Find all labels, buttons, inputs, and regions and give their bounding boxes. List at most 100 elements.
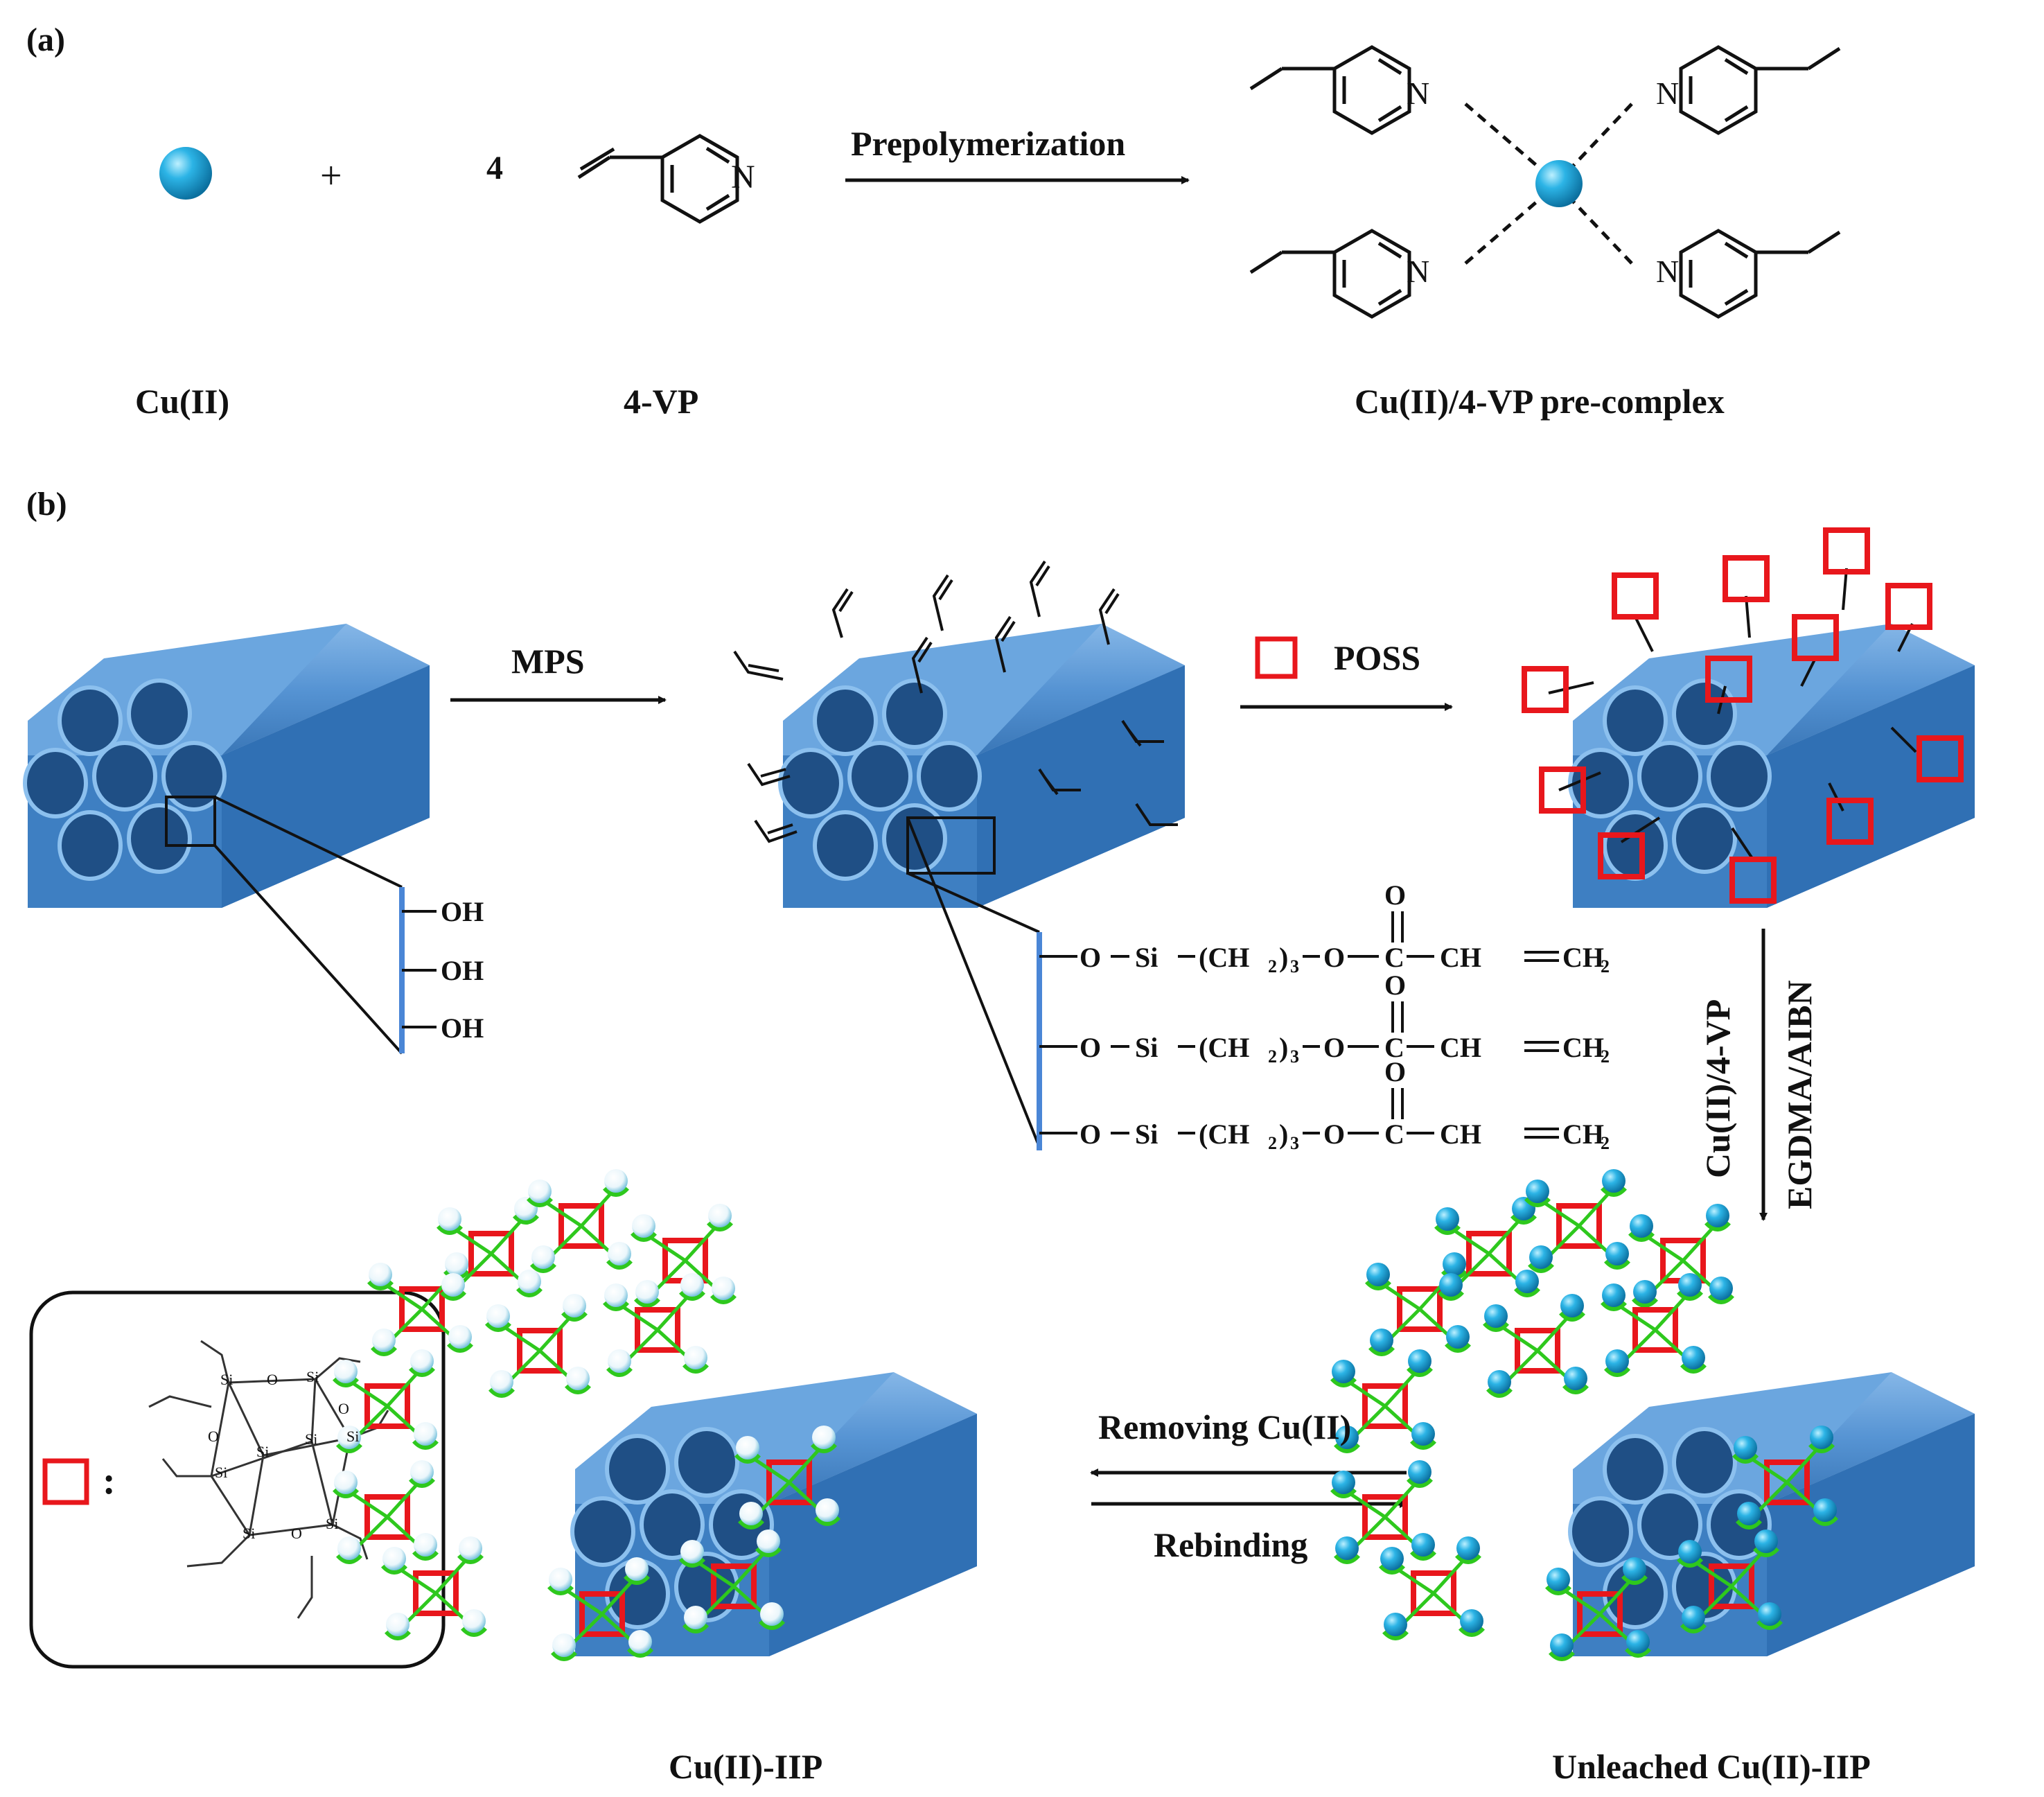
ion-ball bbox=[1411, 1533, 1435, 1557]
ion-ball bbox=[1484, 1304, 1508, 1328]
binding-site bbox=[710, 1293, 737, 1304]
binding-site bbox=[1632, 1297, 1658, 1308]
ion-ball bbox=[1564, 1367, 1587, 1390]
poss-si-5: Si bbox=[256, 1443, 270, 1460]
binding-site bbox=[1434, 1224, 1461, 1235]
ion-ball bbox=[684, 1606, 707, 1629]
formula-c: C bbox=[1384, 942, 1404, 973]
binding-site bbox=[1382, 1629, 1409, 1640]
binding-site bbox=[1621, 1574, 1648, 1585]
binding-site bbox=[1562, 1383, 1589, 1394]
binding-site bbox=[367, 1279, 394, 1290]
ion-ball bbox=[1550, 1633, 1574, 1657]
formula-si: Si bbox=[1135, 1119, 1158, 1150]
formula-ch: CH bbox=[1440, 942, 1481, 973]
ion-ball bbox=[1370, 1329, 1393, 1352]
ion-ball bbox=[757, 1529, 780, 1553]
mps-modified-particle bbox=[780, 624, 1185, 908]
binding-site bbox=[1604, 1259, 1630, 1270]
ion-ball bbox=[1380, 1547, 1404, 1570]
ion-ball bbox=[1488, 1370, 1511, 1394]
ion-ball bbox=[1754, 1529, 1778, 1553]
unleached-caption: Unleached Cu(II)-IIP bbox=[1552, 1747, 1871, 1786]
ion-ball bbox=[1456, 1536, 1480, 1560]
panel-b-label: (b) bbox=[26, 486, 67, 523]
ion-ball bbox=[680, 1540, 704, 1563]
poss-cage bbox=[1709, 1563, 1754, 1609]
binding-site bbox=[1330, 1376, 1357, 1387]
binding-site bbox=[547, 1584, 574, 1595]
poss-si-1: Si bbox=[220, 1371, 234, 1388]
ion-ball bbox=[410, 1460, 434, 1484]
ion-ball bbox=[518, 1270, 541, 1293]
formula-carbonyl-o: O bbox=[1384, 879, 1407, 911]
formula-si: Si bbox=[1135, 1032, 1158, 1063]
ion-ball bbox=[608, 1242, 631, 1265]
ion-ball bbox=[414, 1422, 437, 1446]
rebinding-label: Rebinding bbox=[1154, 1525, 1308, 1564]
poss-cage bbox=[364, 1494, 410, 1540]
ion-ball bbox=[386, 1613, 409, 1636]
ion-ball bbox=[635, 1280, 659, 1304]
binding-site bbox=[682, 1362, 709, 1374]
ion-ball bbox=[1335, 1536, 1359, 1560]
binding-site bbox=[1808, 1442, 1835, 1453]
ion-ball bbox=[410, 1349, 434, 1373]
poss-cage bbox=[579, 1591, 625, 1637]
ion-ball bbox=[1332, 1471, 1355, 1494]
iip-decorations bbox=[333, 1169, 840, 1661]
ion-ball bbox=[459, 1536, 482, 1560]
binding-site bbox=[811, 1442, 837, 1453]
pre-complex bbox=[1249, 47, 1841, 317]
ion-ball bbox=[528, 1180, 552, 1203]
formula-o2: O bbox=[1323, 942, 1346, 973]
complex-nitrogen-1: N bbox=[1407, 76, 1430, 111]
formula-ch2: CH bbox=[1562, 1032, 1604, 1063]
ion-ball bbox=[486, 1304, 510, 1328]
binding-site bbox=[516, 1286, 543, 1297]
ion-ball bbox=[1810, 1426, 1833, 1449]
unleached-decorations bbox=[1330, 1169, 1838, 1661]
ion-ball bbox=[1439, 1273, 1463, 1297]
mps-label: MPS bbox=[511, 642, 585, 681]
formula-ch2-sub: 2 bbox=[1601, 956, 1610, 976]
ion-ball bbox=[438, 1207, 461, 1231]
poss-si-4: Si bbox=[346, 1428, 360, 1445]
ion-ball bbox=[1626, 1630, 1650, 1654]
binding-site bbox=[759, 1619, 785, 1630]
hydroxyl-2: OH bbox=[441, 955, 484, 986]
binding-site bbox=[1604, 1366, 1630, 1377]
binding-site bbox=[624, 1574, 650, 1585]
ion-ball bbox=[739, 1502, 763, 1525]
binding-site bbox=[1677, 1557, 1703, 1568]
binding-site bbox=[1528, 1262, 1554, 1273]
poss-si-8: Si bbox=[326, 1515, 339, 1532]
ion-ball bbox=[1678, 1540, 1702, 1563]
binding-site bbox=[606, 1366, 633, 1377]
ion-ball bbox=[563, 1294, 586, 1317]
binding-site bbox=[461, 1626, 487, 1637]
formula-ch2: CH bbox=[1562, 1119, 1604, 1150]
binding-site bbox=[1549, 1650, 1575, 1661]
binding-site bbox=[457, 1553, 484, 1564]
binding-site bbox=[1736, 1518, 1762, 1529]
binding-site bbox=[333, 1487, 359, 1498]
legend-colon: : bbox=[103, 1459, 116, 1502]
ion-ball bbox=[1515, 1270, 1539, 1293]
formula-o: O bbox=[1080, 942, 1102, 973]
binding-site bbox=[1625, 1647, 1651, 1658]
poss-cage bbox=[1397, 1286, 1443, 1332]
poss-legend-square bbox=[1255, 636, 1298, 679]
binding-site bbox=[1459, 1626, 1485, 1637]
binding-site bbox=[1601, 1186, 1627, 1197]
ion-ball bbox=[1623, 1557, 1646, 1581]
ion-ball bbox=[462, 1609, 486, 1633]
formula-carbonyl-o: O bbox=[1384, 970, 1407, 1001]
ion-ball bbox=[1709, 1277, 1733, 1300]
binding-site bbox=[734, 1453, 761, 1464]
poss-structure bbox=[148, 1340, 389, 1619]
binding-site bbox=[627, 1647, 653, 1658]
ion-ball bbox=[1605, 1242, 1629, 1265]
ion-ball bbox=[604, 1169, 628, 1193]
binding-site bbox=[513, 1213, 539, 1225]
